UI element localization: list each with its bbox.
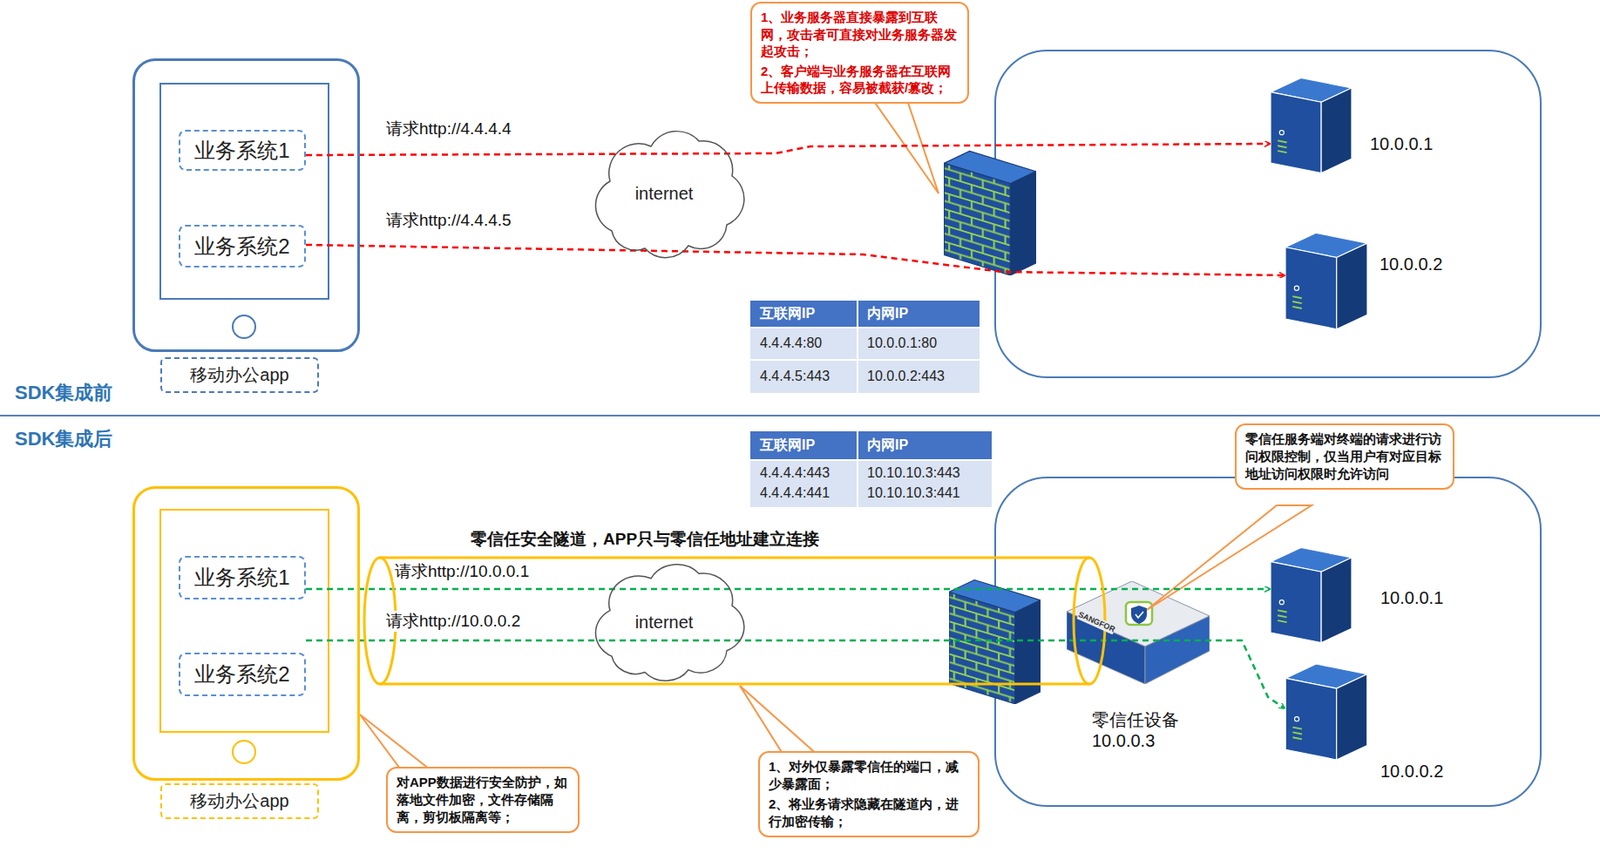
server-icon: [1285, 664, 1368, 760]
request-connector: [305, 640, 1285, 709]
node-text: 移动办公app: [160, 357, 319, 394]
server-node: 10.0.0.1: [1270, 71, 1352, 174]
phone-screen: [160, 83, 329, 339]
callout-pointer: [359, 97, 1312, 773]
server-node: 10.0.0.2: [1285, 224, 1368, 332]
node-text: internet: [632, 612, 697, 633]
table-cell: 10.0.0.1:80: [867, 333, 937, 353]
node-text: 2、将业务请求隐藏在隧道内，进行加密传输；: [768, 795, 970, 831]
node-text: 10.0.0.1: [1369, 134, 1433, 155]
edge-label: 请求http://10.0.0.2: [384, 610, 523, 632]
node-text: 业务系统2: [194, 660, 290, 689]
node-text: 零信任设备 10.0.0.3: [1091, 709, 1206, 752]
edge-label: 请求http://4.4.4.5: [384, 210, 514, 231]
table-cell: 10.0.0.2:443: [867, 366, 945, 387]
section-title: SDK集成前: [14, 383, 113, 403]
node-text: 1、业务服务器直接暴露到互联网，攻击者可直接对业务服务器发起攻击；: [760, 8, 959, 61]
server-icon: [1270, 547, 1352, 643]
node-text: 零信任安全隧道，APP只与零信任地址建立连接: [470, 528, 820, 551]
table-cell: 互联网IP: [759, 304, 815, 324]
node-text: 零信任服务端对终端的请求进行访问权限控制，仅当用户有对应目标地址访问权限时允许访…: [1245, 430, 1445, 483]
node-text: 10.0.0.2: [1379, 254, 1443, 275]
table-cell: 内网IP: [867, 304, 909, 324]
edge-label: 请求http://10.0.0.1: [393, 561, 531, 583]
node-text: 对APP数据进行安全防护，如落地文件加密，文件存储隔离，剪切板隔离等；: [396, 773, 570, 827]
node-text: 业务系统2: [194, 232, 290, 261]
brand-mark: SANGFOR: [1077, 610, 1118, 635]
request-connector: [305, 143, 1270, 156]
system-box: 业务系统2: [178, 652, 306, 697]
mobile-device: 移动办公app业务系统1业务系统2: [132, 58, 360, 353]
table-cell: 4.4.4.5:443: [759, 366, 830, 387]
section-divider: [0, 414, 1600, 417]
node-text: 2、客户端与业务服务器在互联网上传输数据，容易被截获/篡改；: [760, 62, 959, 97]
node-text: 移动办公app: [160, 783, 319, 820]
server-icon: [1285, 232, 1368, 329]
table-cell: 内网IP: [867, 435, 909, 455]
section-title: SDK集成后: [14, 429, 113, 449]
system-box: 业务系统1: [178, 129, 306, 171]
table-cell: 4.4.4.4:80: [759, 333, 822, 353]
request-connector: [305, 244, 1285, 276]
edge-label: 请求http://4.4.4.4: [384, 118, 514, 140]
zero-trust-device: 零信任设备 10.0.0.3: [1066, 581, 1210, 685]
internet-cloud: internet: [576, 555, 752, 689]
node-text: internet: [632, 183, 697, 204]
system-box: 业务系统2: [178, 224, 306, 268]
server-node: 10.0.0.2: [1285, 657, 1368, 760]
node-text: 1、对外仅暴露零信任的端口，减少暴露面；: [768, 758, 970, 794]
intranet-region: [995, 50, 1541, 378]
mobile-device: 移动办公app业务系统1业务系统2: [132, 486, 360, 781]
node-text: 业务系统1: [194, 136, 290, 165]
device-icon: [1066, 581, 1210, 685]
server-node: 10.0.0.1: [1270, 541, 1352, 644]
intranet-region: [995, 477, 1541, 807]
node-text: 业务系统1: [194, 563, 290, 592]
table-cell: 10.10.10.3:443: [867, 463, 961, 483]
firewall-icon: [943, 150, 1036, 276]
system-box: 业务系统1: [178, 555, 306, 600]
note-callout: 对APP数据进行安全防护，如落地文件加密，文件存储隔离，剪切板隔离等；: [386, 766, 580, 834]
table-cell: 互联网IP: [759, 435, 815, 455]
node-text: 10.0.0.1: [1380, 588, 1444, 609]
server-icon: [1270, 77, 1352, 173]
risk-callout: 1、业务服务器直接暴露到互联网，攻击者可直接对业务服务器发起攻击；2、客户端与业…: [750, 1, 970, 104]
ip-table: [750, 300, 992, 508]
phone-screen: [160, 509, 329, 764]
note-callout: 零信任服务端对终端的请求进行访问权限控制，仅当用户有对应目标地址访问权限时允许访…: [1234, 423, 1455, 490]
table-cell: 4.4.4.4:441: [759, 483, 830, 503]
internet-cloud: internet: [576, 122, 752, 266]
note-callout: 1、对外仅暴露零信任的端口，减少暴露面；2、将业务请求隐藏在隧道内，进行加密传输…: [758, 751, 980, 838]
table-cell: 10.10.10.3:441: [867, 483, 961, 503]
node-text: 10.0.0.2: [1380, 761, 1444, 782]
request-connector: [305, 588, 1270, 591]
table-cell: 4.4.4.4:443: [759, 463, 830, 483]
